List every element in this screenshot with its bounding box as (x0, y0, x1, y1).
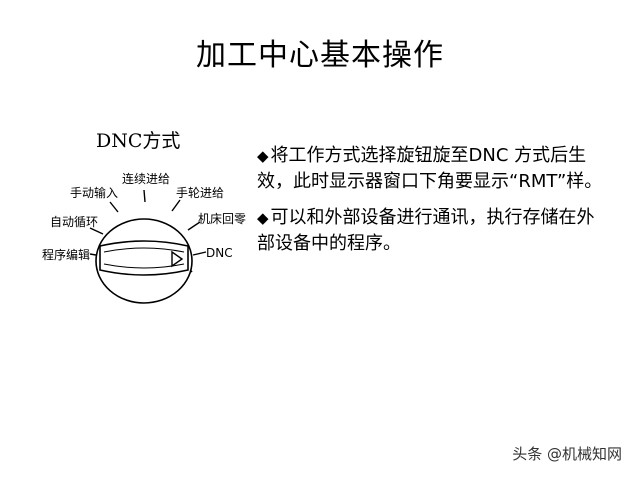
mode-label-handwheel-feed: 手轮进给 (176, 186, 225, 200)
bullet-text: 可以和外部设备进行通讯，执行存储在外部设备中的程序。 (257, 207, 595, 254)
knob-groove-top (103, 247, 185, 253)
diamond-bullet-icon: ◆ (257, 209, 269, 227)
tick-dnc (192, 251, 207, 256)
slide-title: 加工中心基本操作 (196, 38, 444, 73)
tick-machine-home (187, 221, 201, 231)
mode-label-manual-input: 手动输入 (70, 186, 119, 200)
tick-auto-cycle (89, 227, 104, 235)
diamond-bullet-icon: ◆ (257, 147, 269, 165)
knob-pointer (171, 250, 184, 268)
mode-label-machine-home: 机床回零 (198, 212, 247, 226)
knob-groove-bottom (103, 263, 185, 269)
mode-label-dnc: DNC (206, 246, 233, 260)
bullet-text: 将工作方式选择旋钮旋至DNC 方式后生效，此时显示器窗口下角要显示“RMT”样。 (257, 145, 603, 192)
mode-label-auto-cycle: 自动循环 (50, 215, 99, 229)
tick-handwheel-feed (171, 199, 181, 212)
bullet-list: ◆将工作方式选择旋钮旋至DNC 方式后生效，此时显示器窗口下角要显示“RMT”样… (257, 143, 607, 267)
mode-selector-dial[interactable]: 程序编辑 自动循环 手动输入 连续进给 手轮进给 机床回零 DNC (30, 160, 270, 310)
watermark: 头条 @机械知网 (512, 445, 622, 463)
tick-manual-input (109, 201, 119, 213)
section-label: DNC方式 (96, 130, 181, 152)
tick-continuous-feed (143, 189, 146, 203)
mode-label-continuous-feed: 连续进给 (122, 172, 171, 186)
bullet-item: ◆可以和外部设备进行通讯，执行存储在外部设备中的程序。 (257, 205, 607, 256)
dial-graphic (89, 189, 207, 304)
mode-label-program-edit: 程序编辑 (42, 248, 91, 262)
bullet-item: ◆将工作方式选择旋钮旋至DNC 方式后生效，此时显示器窗口下角要显示“RMT”样… (257, 143, 607, 194)
